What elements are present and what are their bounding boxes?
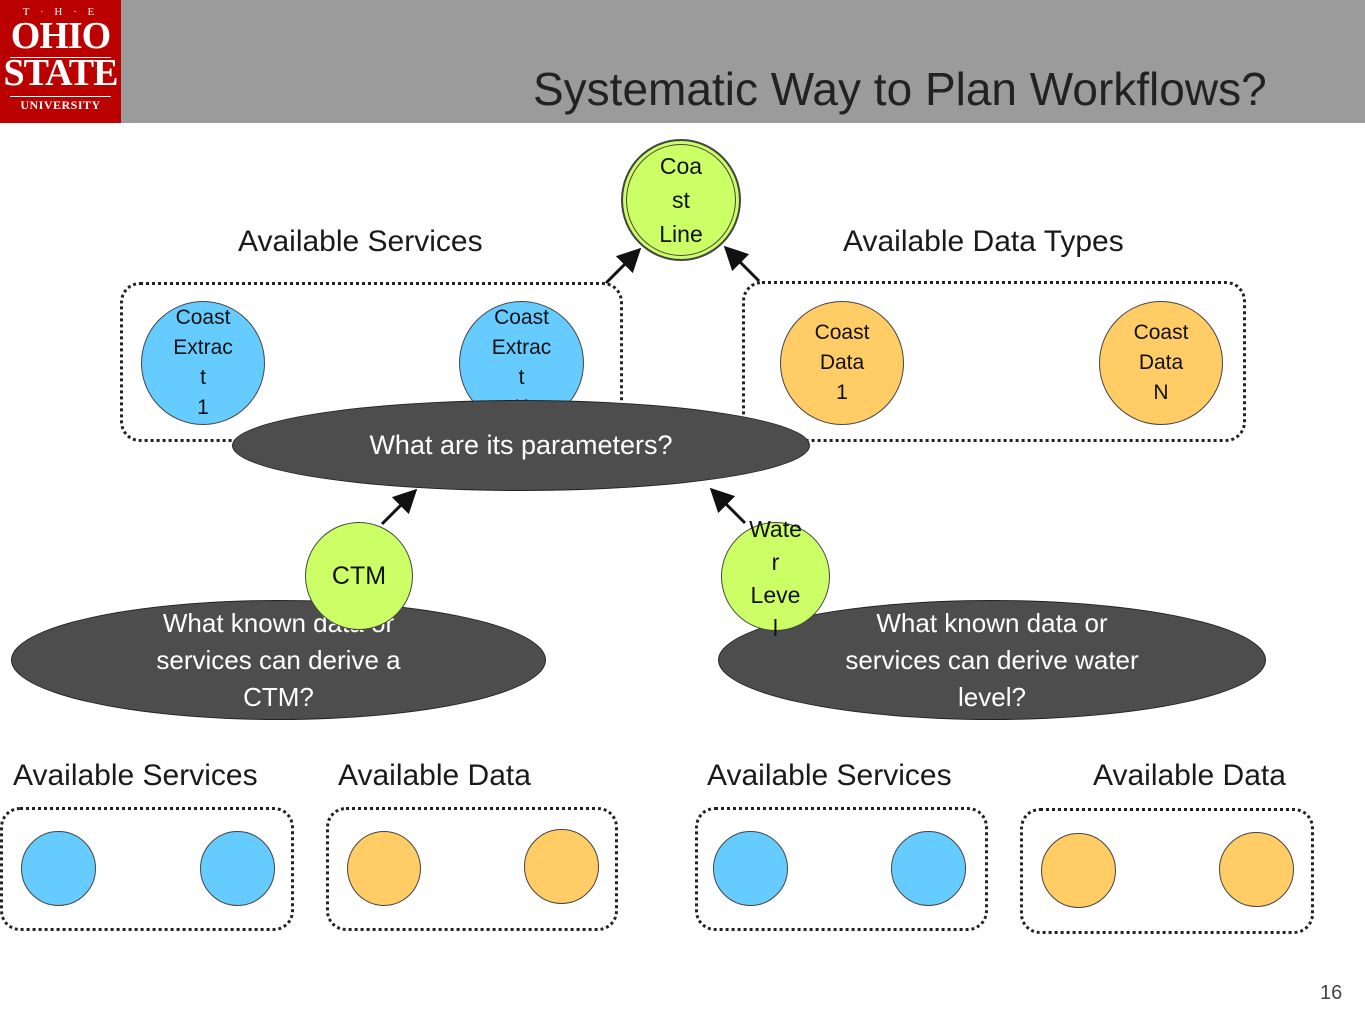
label-available-services-2: Available Services: [707, 759, 952, 792]
goal-node-coastline: Coa st Line: [621, 139, 741, 261]
question-derive-water-level: What known data or services can derive w…: [718, 600, 1266, 720]
service-node-coast-extract-1: Coast Extrac t 1: [141, 301, 265, 425]
data-node-label: Coast Data N: [1133, 321, 1189, 404]
label-available-services-top: Available Services: [238, 225, 483, 258]
logo-ohio: OHIO: [10, 15, 111, 57]
logo-the: T · H · E: [22, 6, 99, 18]
question-derive-ctm: What known data or services can derive a…: [11, 600, 546, 720]
service-node-empty: [713, 831, 788, 906]
services-group-bottom-1: [0, 807, 294, 931]
question-parameters: What are its parameters?: [232, 400, 810, 491]
data-node-coast-data-1: Coast Data 1: [780, 301, 904, 425]
arrow-data-to-goal: [723, 245, 761, 283]
label-available-data-2: Available Data: [1093, 759, 1286, 792]
data-node-label: Coast Data 1: [814, 321, 870, 404]
header-bar: [0, 0, 1365, 123]
service-node-empty: [891, 831, 966, 906]
data-group-bottom-1: [326, 807, 618, 931]
param-node-water-label: Wate r Leve l: [749, 516, 802, 641]
service-node-label: Coast Extrac t 1: [173, 306, 233, 419]
data-node-empty: [1219, 832, 1294, 907]
param-node-water-level: Wate r Leve l: [721, 516, 830, 641]
param-node-ctm: CTM: [305, 522, 413, 630]
logo-university: UNIVERSITY: [20, 98, 101, 112]
goal-node-label: Coa st Line: [659, 153, 703, 247]
data-types-group-top: [742, 281, 1246, 442]
page-number: 16: [1320, 982, 1343, 1004]
data-group-bottom-2: [1020, 808, 1314, 934]
question-parameters-text: What are its parameters?: [369, 430, 673, 460]
param-node-ctm-label: CTM: [331, 561, 387, 590]
service-node-empty: [200, 831, 275, 906]
services-group-bottom-2: [695, 807, 988, 931]
data-node-empty: [524, 829, 599, 904]
logo-state: STATE: [3, 52, 119, 94]
label-available-data-types: Available Data Types: [843, 225, 1124, 258]
arrow-services-to-goal: [604, 247, 642, 285]
label-available-services-1: Available Services: [13, 759, 258, 792]
data-node-empty: [347, 831, 421, 906]
label-available-data-1: Available Data: [338, 759, 531, 792]
arrow-ctm-to-question: [380, 488, 418, 526]
question-derive-water-text: What known data or services can derive w…: [845, 607, 1139, 712]
data-node-coast-data-n: Coast Data N: [1099, 301, 1223, 425]
arrow-water-to-question: [709, 487, 747, 525]
slide-title: Systematic Way to Plan Workflows?: [533, 63, 1267, 115]
logo-rule: [10, 57, 111, 58]
logo-rule: [10, 96, 111, 97]
service-node-empty: [21, 831, 96, 906]
service-node-label: Coast Extrac t K: [491, 306, 552, 419]
ohio-state-logo: T · H · E OHIO STATE UNIVERSITY: [0, 0, 121, 123]
data-node-empty: [1041, 833, 1116, 908]
